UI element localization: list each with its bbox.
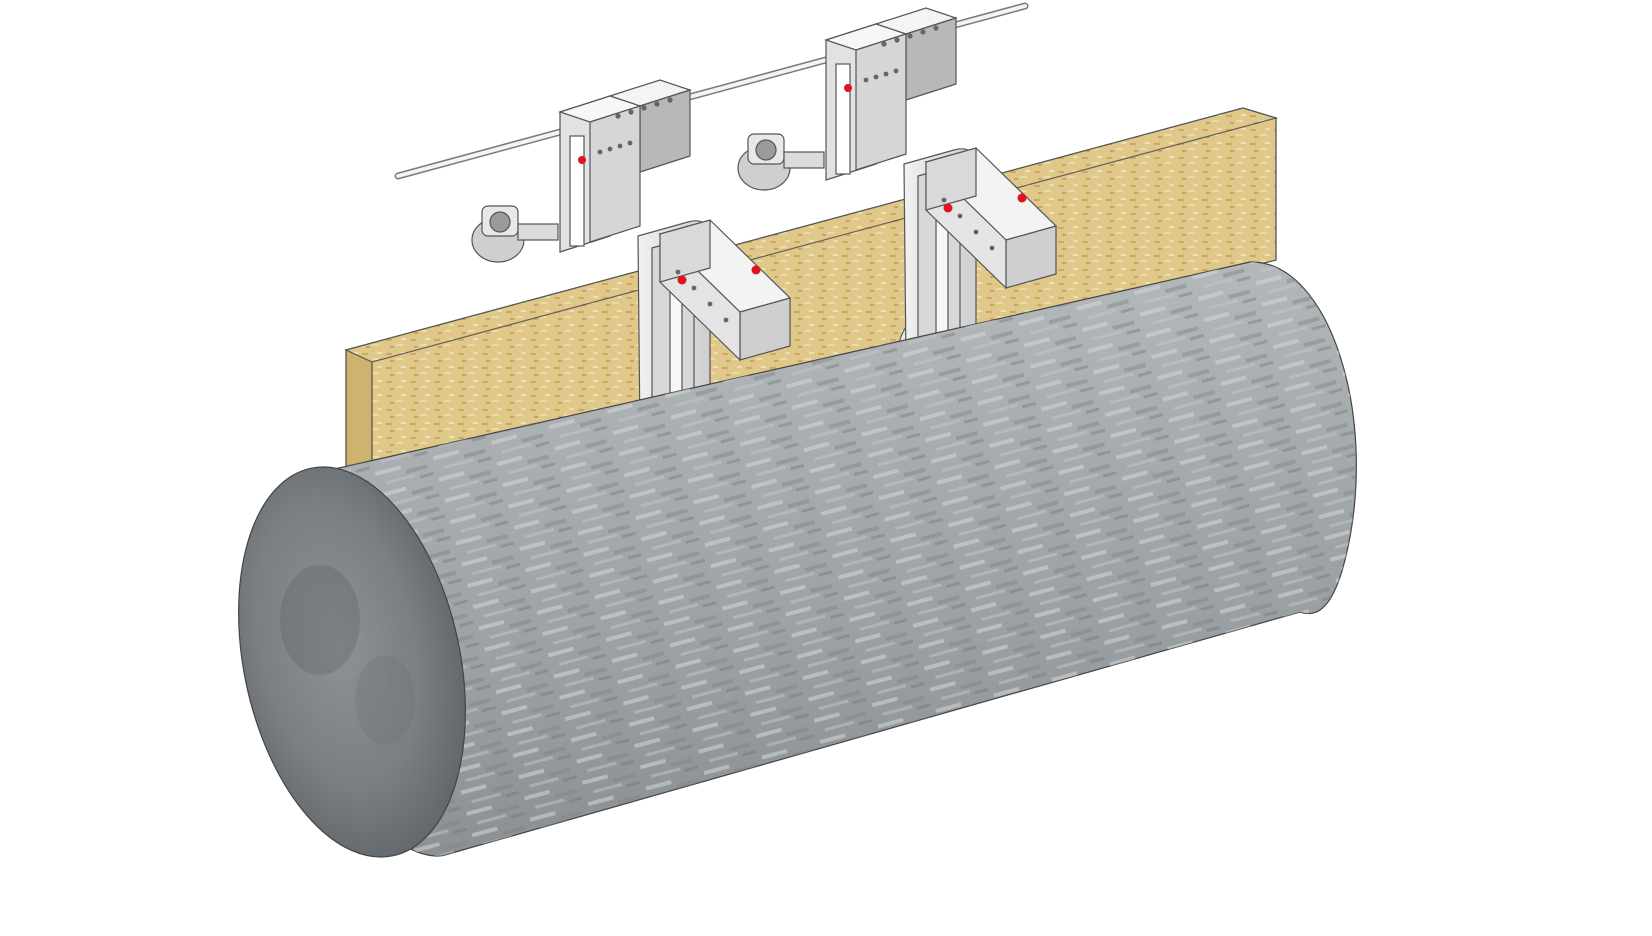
log-end-face: [238, 466, 466, 858]
clamp-assembly-right-back: [737, 7, 958, 191]
log: [238, 261, 1357, 858]
clamp-assembly-right: [897, 147, 1058, 399]
board: [344, 107, 1279, 497]
clamp-assembly-left-back: [471, 79, 692, 263]
